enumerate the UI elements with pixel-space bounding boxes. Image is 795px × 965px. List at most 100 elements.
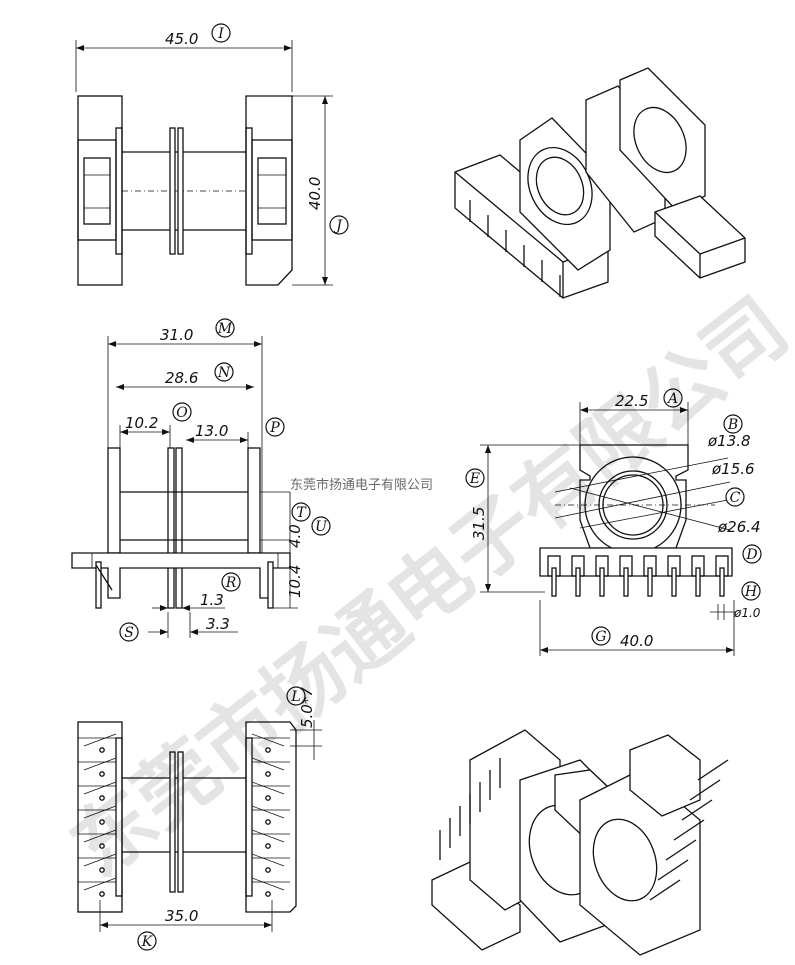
- label-B: B: [727, 417, 738, 433]
- slot-diag-right: [251, 853, 285, 867]
- dim-28-6: 28.6: [165, 369, 198, 387]
- label-circle-A: [663, 388, 683, 408]
- isometric-view-top: [454, 67, 746, 299]
- slot-diag-left: [83, 829, 117, 843]
- slot-diag-left: [83, 733, 117, 747]
- slot-diag-left: [83, 805, 117, 819]
- slot-diag-right: [251, 877, 285, 891]
- top-view: 45.0 I 40.0 J: [75, 23, 349, 286]
- label-circle-I: [211, 23, 231, 43]
- pin-dot-left: [99, 819, 105, 825]
- pin-dot-right: [265, 819, 271, 825]
- dim-3-3: 3.3: [206, 615, 230, 633]
- slot-diag-left: [83, 781, 117, 795]
- pin-dot-right: [265, 795, 271, 801]
- pin: [623, 567, 629, 597]
- iso-pin-right: [665, 839, 697, 861]
- label-circle-K: [137, 931, 157, 951]
- dim-22-5: 22.5: [615, 392, 648, 410]
- label-R: R: [225, 575, 237, 591]
- label-A: A: [666, 391, 678, 407]
- label-T: T: [296, 505, 307, 521]
- label-circle-N: [214, 362, 234, 382]
- watermark-small: 东莞市扬通电子有限公司: [290, 477, 433, 493]
- dim-pin-diameter: ø1.0: [733, 606, 761, 620]
- label-circle-B: [723, 414, 743, 434]
- slot-diag-left: [83, 877, 117, 891]
- pin-dot-left: [99, 843, 105, 849]
- pin: [695, 567, 701, 597]
- isometric-view-bottom: [431, 729, 729, 956]
- dim-40-front: 40.0: [620, 632, 653, 650]
- dim-26-4: ø26.4: [717, 518, 761, 536]
- iso-top-pins: [469, 200, 561, 297]
- dim-1-3: 1.3: [200, 591, 224, 609]
- label-L: L: [290, 689, 300, 705]
- slot-diag-left: [83, 757, 117, 771]
- label-circle-H: [741, 581, 761, 601]
- dim-13: 13.0: [195, 422, 228, 440]
- dim-31: 31.0: [160, 326, 193, 344]
- iso-pin-right: [689, 779, 721, 801]
- pin-dot-right: [265, 891, 271, 897]
- pin-dot-right: [265, 771, 271, 777]
- pin-dot-left: [99, 747, 105, 753]
- dim-13-8: ø13.8: [707, 432, 751, 450]
- label-circle-M: [215, 318, 235, 338]
- dim-15-6: ø15.6: [711, 460, 755, 478]
- iso-bottom-pins: [439, 758, 729, 901]
- label-E: E: [469, 471, 480, 487]
- iso-pin-right: [657, 859, 689, 881]
- pin-dot-left: [99, 795, 105, 801]
- bottom-view: 5.0*7 L 35.0 K: [77, 686, 322, 951]
- label-circle-O: [172, 402, 192, 422]
- pin: [647, 567, 653, 597]
- slot-diag-right: [251, 805, 285, 819]
- label-circle-P: [265, 417, 285, 437]
- label-H: H: [744, 584, 758, 600]
- dim-40: 40.0: [306, 177, 324, 210]
- slot-diag-right: [251, 781, 285, 795]
- label-J: J: [333, 218, 343, 234]
- pin: [599, 567, 605, 597]
- label-circle-S: [119, 622, 139, 642]
- iso-pin-right: [697, 759, 729, 781]
- label-D: D: [745, 547, 757, 563]
- label-circle-J: [329, 215, 349, 235]
- label-circle-L: [286, 686, 306, 706]
- label-I: I: [217, 26, 224, 42]
- slot-diag-right: [251, 829, 285, 843]
- pin-dot-left: [99, 891, 105, 897]
- pin-rows: [78, 733, 290, 897]
- pin-dot-right: [265, 867, 271, 873]
- pin-dot-left: [99, 867, 105, 873]
- pin-dot-right: [265, 747, 271, 753]
- pin: [551, 567, 557, 597]
- label-G: G: [595, 629, 606, 645]
- pin: [719, 567, 725, 597]
- iso-pin-right: [649, 879, 681, 901]
- label-K: K: [141, 934, 154, 950]
- label-P: P: [269, 420, 280, 436]
- slot-diag-right: [251, 757, 285, 771]
- label-O: O: [176, 405, 188, 421]
- label-circle-U: [311, 516, 331, 536]
- label-M: M: [217, 321, 233, 337]
- slot-diag-right: [251, 733, 285, 747]
- pin: [671, 567, 677, 597]
- dim-45: 45.0: [165, 30, 198, 48]
- label-circle-T: [291, 502, 311, 522]
- label-circle-C: [725, 487, 745, 507]
- front-pins: [547, 555, 729, 597]
- dim-10-4: 10.4: [286, 565, 304, 598]
- label-circle-G: [591, 626, 611, 646]
- dim-35: 35.0: [165, 907, 198, 925]
- label-circle-R: [221, 572, 241, 592]
- dim-31-5: 31.5: [470, 507, 488, 540]
- iso-pin-right: [673, 819, 705, 841]
- label-S: S: [124, 625, 134, 641]
- side-view: 31.0 M 28.6 N 10.2 O 13.0 P: [71, 318, 331, 642]
- pin-dot-left: [99, 771, 105, 777]
